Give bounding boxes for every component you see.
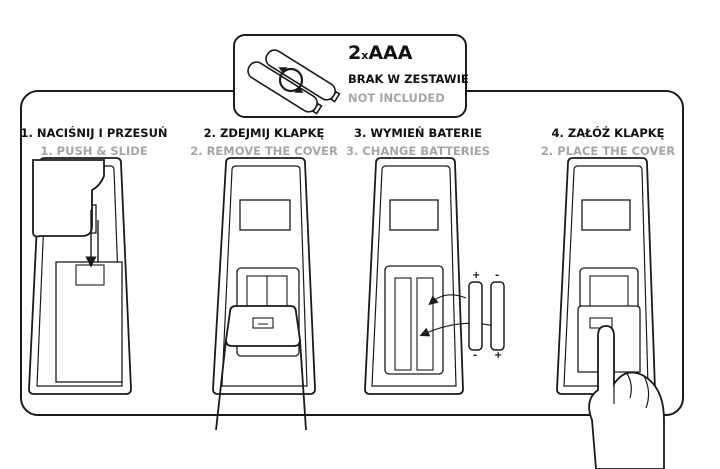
step-2-label-en: 2. REMOVE THE COVER <box>190 144 338 158</box>
step-4-label-pl: 4. ZAŁÓŻ KLAPKĘ <box>551 126 665 140</box>
remove-cover-icon <box>215 305 307 431</box>
not-included-en: NOT INCLUDED <box>348 91 445 105</box>
not-included-pl: BRAK W ZESTAWIE <box>348 72 469 86</box>
change-batteries-icon <box>468 281 505 351</box>
battery-count-title: 2xAAA <box>348 42 412 64</box>
remote-step-2 <box>212 157 316 395</box>
polarity-plus-left: + <box>472 270 481 281</box>
battery-type: AAA <box>368 42 413 64</box>
polarity-minus-right: - <box>495 270 500 281</box>
step-4-label-en: 2. PLACE THE COVER <box>540 144 676 158</box>
remote-step-4 <box>556 157 656 395</box>
battery-count: 2 <box>348 42 362 64</box>
polarity-minus-left: - <box>473 350 478 361</box>
step-1-label-en: 1. PUSH & SLIDE <box>40 144 148 158</box>
step-2-label-pl: 2. ZDEJMIJ KLAPKĘ <box>203 126 325 140</box>
step-1-label-pl: 1. NACIŚNIJ I PRZESUŃ <box>20 126 168 140</box>
step-3-label-en: 3. CHANGE BATTERIES <box>345 144 491 158</box>
remote-step-3 <box>364 157 495 395</box>
battery-count-x: x <box>361 49 369 62</box>
push-slide-hand-icon <box>32 159 105 268</box>
batteries-swap-icon <box>247 49 341 115</box>
place-cover-hand-icon <box>588 325 665 469</box>
polarity-plus-right: + <box>494 350 503 361</box>
step-3-label-pl: 3. WYMIEŃ BATERIE <box>353 126 483 140</box>
